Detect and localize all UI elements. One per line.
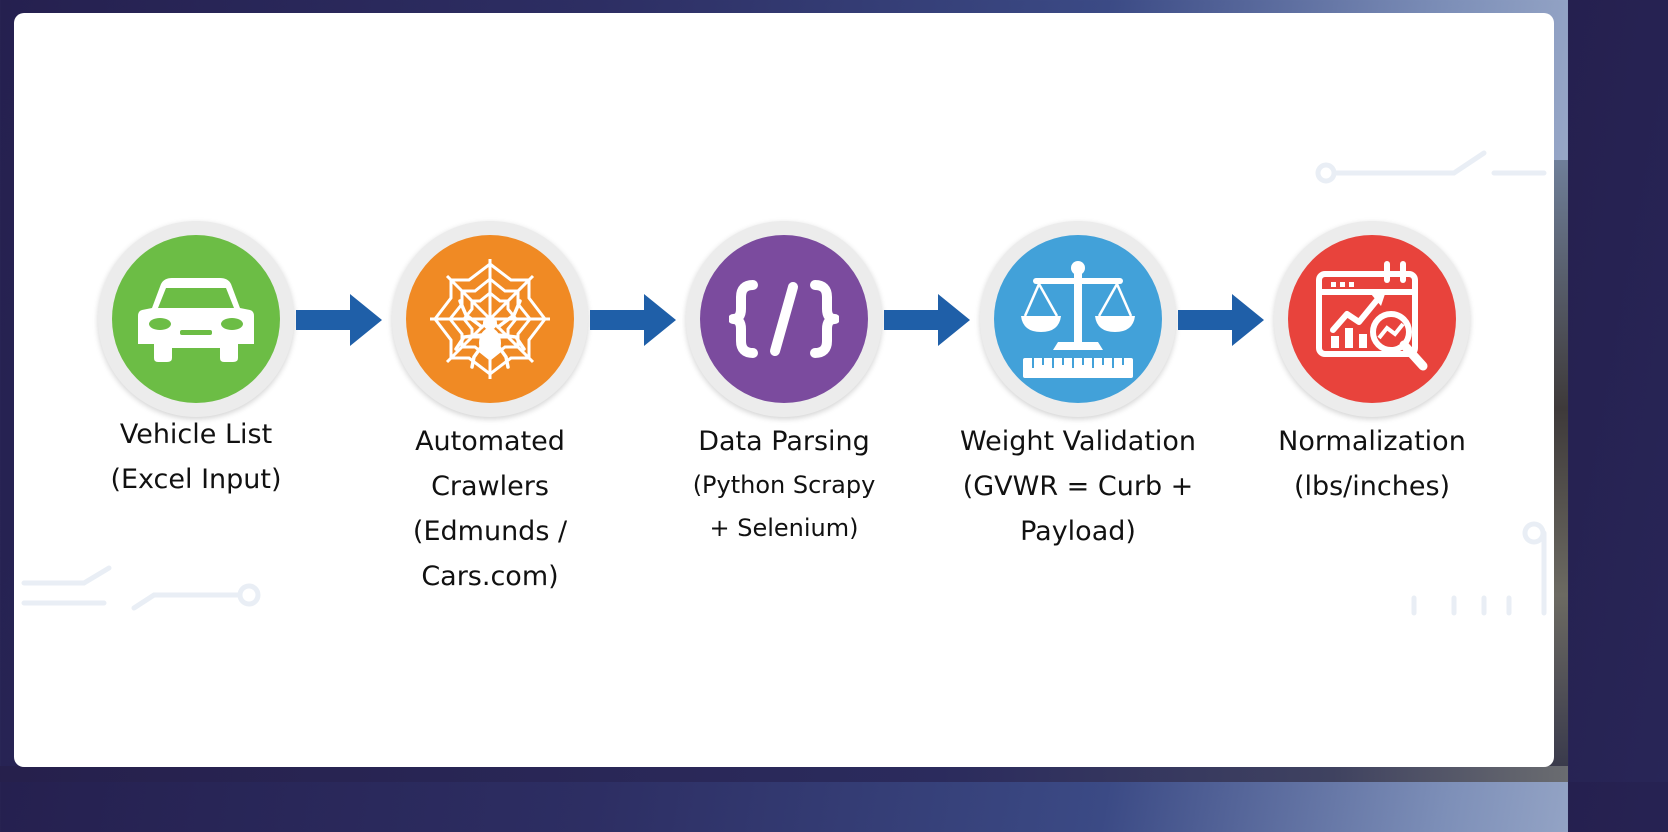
- step-1-label: Vehicle List (Excel Input): [66, 412, 326, 502]
- flow-arrow-1: [296, 294, 382, 346]
- spider-web-icon: [430, 259, 550, 379]
- step-4-label-line-3: Payload): [1020, 516, 1136, 547]
- step-5-label-line-1: Normalization: [1278, 426, 1466, 457]
- balance-scale-icon: [1021, 261, 1135, 378]
- step-3-disc: [700, 235, 868, 403]
- step-3-label-line-2: (Python Scrapy: [692, 471, 876, 499]
- step-4-label-line-2: (GVWR = Curb +: [962, 471, 1194, 502]
- step-3-label-line-3: + Selenium): [709, 514, 859, 542]
- step-4-ring: [980, 221, 1176, 417]
- step-2-ring: [392, 221, 588, 417]
- diagram-card: Vehicle List (Excel Input) Automated Cra…: [14, 13, 1554, 767]
- step-1-label-line-2: (Excel Input): [110, 464, 282, 495]
- step-4-label: Weight Validation (GVWR = Curb + Payload…: [948, 419, 1208, 554]
- step-3-ring: [686, 221, 882, 417]
- flow-arrow-4: [1178, 294, 1264, 346]
- step-1-disc: [112, 235, 280, 403]
- flow-arrow-3: [884, 294, 970, 346]
- step-2-label-line-4: Cars.com): [421, 561, 559, 592]
- step-3-label: Data Parsing (Python Scrapy + Selenium): [654, 419, 914, 550]
- step-5-ring: [1274, 221, 1470, 417]
- car-icon: [138, 278, 254, 362]
- analytics-magnifier-icon: [1316, 261, 1428, 371]
- step-5-label: Normalization (lbs/inches): [1242, 419, 1502, 509]
- step-5-label-line-2: (lbs/inches): [1293, 471, 1451, 502]
- step-2-disc: [406, 235, 574, 403]
- step-2-label-line-2: Crawlers: [431, 471, 549, 502]
- step-4-label-line-1: Weight Validation: [960, 426, 1196, 457]
- step-2-label-line-3: (Edmunds /: [412, 516, 568, 547]
- flow-arrow-2: [590, 294, 676, 346]
- code-braces-icon: [729, 280, 839, 358]
- step-2-label: Automated Crawlers (Edmunds / Cars.com): [360, 419, 620, 599]
- step-1-ring: [98, 221, 294, 417]
- circuit-decoration: [21, 150, 1547, 616]
- step-5-disc: [1288, 235, 1456, 403]
- step-3-label-line-1: Data Parsing: [698, 426, 870, 457]
- step-1-label-line-1: Vehicle List: [119, 419, 273, 450]
- step-2-label-line-1: Automated: [415, 426, 565, 457]
- background-bottom-edge: [0, 766, 1568, 782]
- step-4-disc: [994, 235, 1162, 403]
